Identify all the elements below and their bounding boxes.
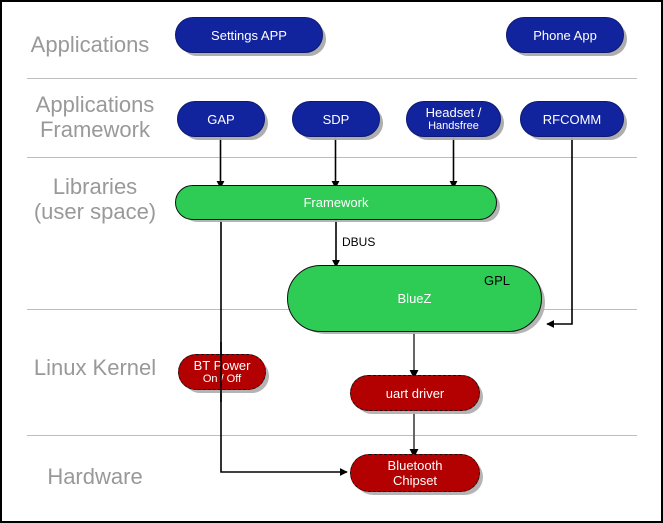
edge-label-dbus: DBUS: [342, 235, 376, 249]
node-phone-app[interactable]: Phone App: [506, 17, 624, 53]
node-handsfree-sublabel: Handsfree: [428, 120, 479, 132]
node-bt-power-label: BT Power: [193, 358, 251, 373]
node-phone-app-label: Phone App: [533, 27, 597, 43]
node-sdp[interactable]: SDP: [292, 101, 380, 137]
node-uart-driver[interactable]: uart driver: [350, 375, 480, 411]
node-bluetooth-chipset[interactable]: Bluetooth Chipset: [350, 454, 480, 492]
node-bluez-label: BlueZ: [397, 291, 432, 306]
node-bt-power[interactable]: BT Power On / Off: [178, 354, 266, 390]
node-rfcomm[interactable]: RFCOMM: [520, 101, 624, 137]
layer-label-libraries: Libraries (user space): [33, 174, 157, 224]
node-sdp-label: SDP: [322, 111, 350, 127]
node-settings-app[interactable]: Settings APP: [175, 17, 323, 53]
node-headset-label: Headset /: [425, 105, 482, 120]
layer-label-hardware: Hardware: [47, 464, 143, 489]
wire-gap-to-chipset: [220, 220, 348, 476]
divider-linux-kernel: [27, 435, 637, 436]
node-bluetooth-chipset-label: Bluetooth: [387, 458, 443, 473]
wire-rfcomm-to-bluez: [546, 137, 573, 328]
divider-applications-framework: [27, 157, 637, 158]
node-bt-power-sublabel: On / Off: [202, 373, 242, 385]
divider-applications: [27, 78, 637, 79]
layer-label-applications: Applications: [30, 32, 150, 57]
layer-label-applications-framework: Applications Framework: [35, 92, 155, 142]
node-bluetooth-chipset-sublabel: Chipset: [392, 473, 438, 488]
node-bluez[interactable]: BlueZ: [287, 265, 542, 332]
node-headset-handsfree[interactable]: Headset / Handsfree: [406, 101, 501, 137]
node-settings-app-label: Settings APP: [211, 27, 287, 43]
node-rfcomm-label: RFCOMM: [542, 111, 602, 127]
layer-label-linux-kernel: Linux Kernel: [33, 355, 157, 380]
node-framework-label: Framework: [303, 195, 369, 210]
node-uart-driver-label: uart driver: [385, 385, 445, 401]
node-framework[interactable]: Framework: [175, 185, 497, 220]
badge-gpl: GPL: [484, 273, 511, 288]
node-gap-label: GAP: [207, 111, 235, 127]
node-gap[interactable]: GAP: [177, 101, 265, 137]
